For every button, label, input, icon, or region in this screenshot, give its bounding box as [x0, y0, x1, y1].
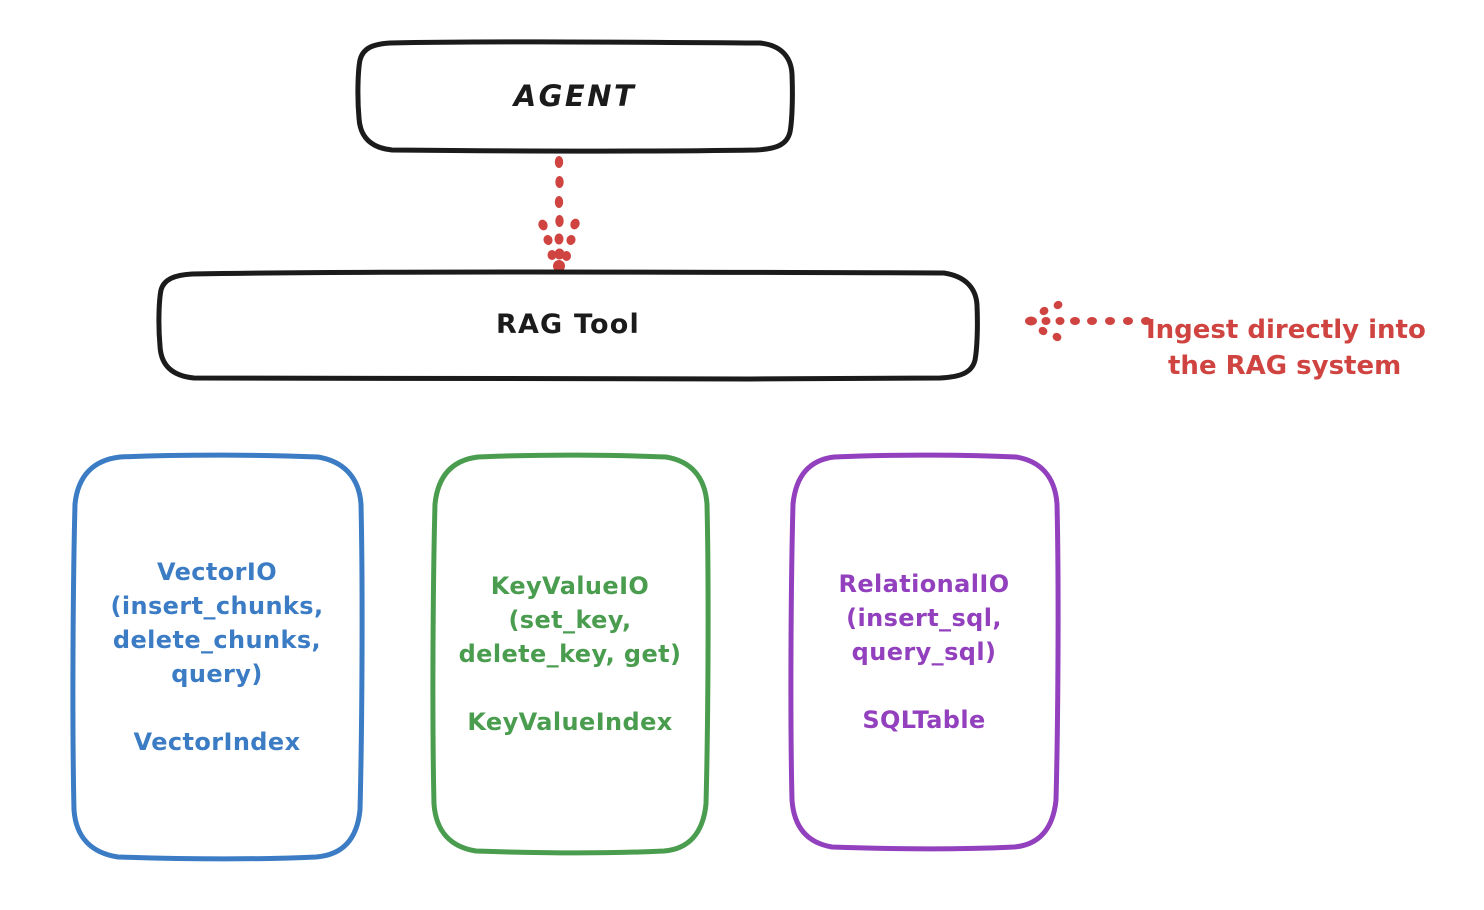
agent-label: AGENT: [513, 78, 637, 113]
ingest-annotation-line-1: Ingest directly into: [1146, 315, 1426, 346]
vector-io-api-label: VectorIO (insert_chunks, delete_chunks, …: [110, 557, 324, 689]
arrow-agent-to-rag-tool: [538, 156, 580, 272]
node-agent[interactable]: AGENT: [355, 39, 795, 154]
relational-io-api-label: RelationalIO (insert_sql, query_sql): [838, 569, 1010, 666]
ingest-annotation-line-2: the RAG system: [1168, 350, 1402, 381]
node-relational-io[interactable]: RelationalIO (insert_sql, query_sql) SQL…: [786, 452, 1062, 852]
vector-io-index-label: VectorIndex: [133, 728, 301, 757]
node-vector-io[interactable]: VectorIO (insert_chunks, delete_chunks, …: [68, 452, 366, 862]
node-key-value-io[interactable]: KeyValueIO (set_key, delete_key, get) Ke…: [428, 452, 712, 856]
arrow-ingest-to-rag-tool: [1025, 300, 1151, 342]
key-value-io-api-label: KeyValueIO (set_key, delete_key, get): [458, 571, 682, 668]
rag-tool-label: RAG Tool: [495, 309, 641, 341]
relational-io-index-label: SQLTable: [862, 706, 986, 735]
key-value-io-index-label: KeyValueIndex: [467, 708, 673, 737]
node-rag-tool[interactable]: RAG Tool: [156, 269, 980, 382]
ingest-annotation: Ingest directly into the RAG system: [1146, 278, 1476, 419]
